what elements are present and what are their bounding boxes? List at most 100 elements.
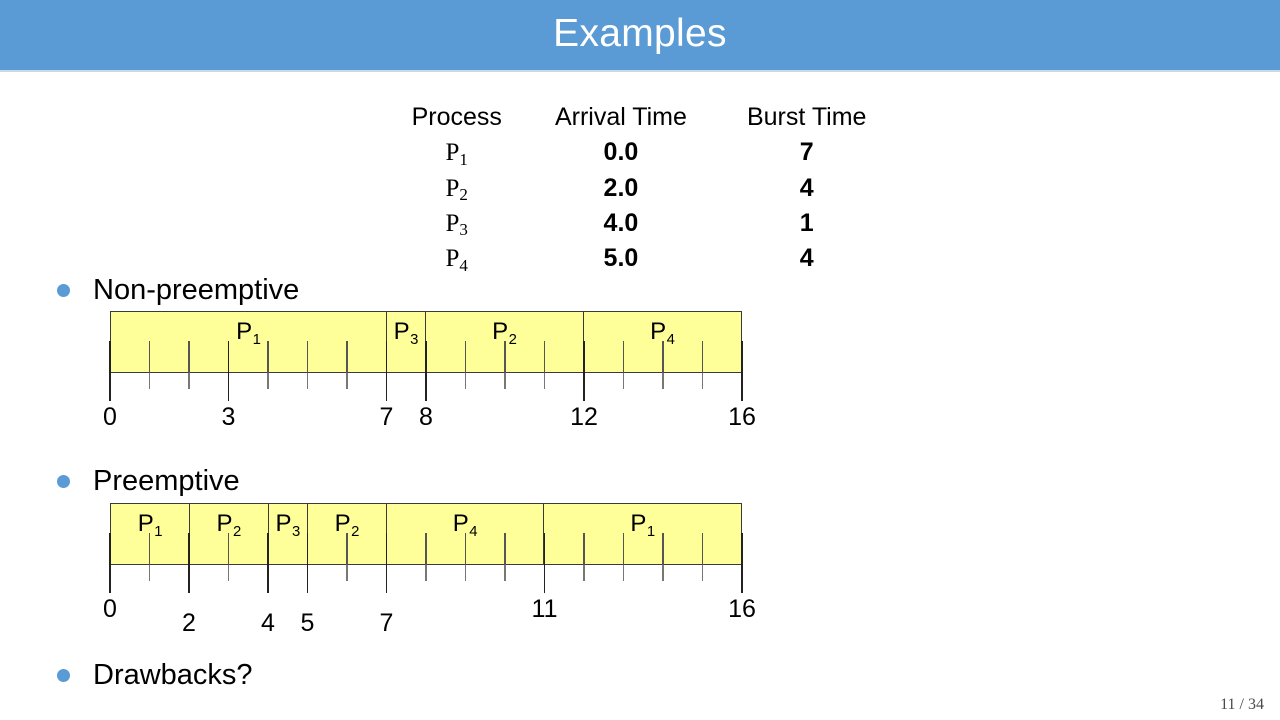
cell-process-name: P1 — [445, 139, 468, 169]
column-header-process: Process — [411, 103, 502, 131]
axis-tick-extension — [583, 373, 585, 401]
bullet-dot-icon — [57, 284, 70, 297]
axis-tick-extension — [109, 565, 111, 593]
axis-tick-extension — [109, 373, 111, 401]
cell-arrival-time: 4.0 — [603, 208, 639, 237]
gantt-segment-label: P1 — [630, 510, 656, 541]
axis-tick-label: 0 — [103, 595, 117, 623]
cell-process-name: P2 — [445, 174, 468, 205]
axis-tick-label: 16 — [728, 403, 756, 431]
column-header-arrival-time: Arrival Time — [554, 103, 687, 131]
cell-burst-time: 4 — [799, 244, 814, 272]
cell-arrival-time: 0.0 — [603, 138, 639, 167]
gantt-segment-p1: P1 — [111, 504, 190, 564]
axis-tick-extension — [662, 565, 664, 581]
cell-burst-time: 7 — [799, 138, 814, 167]
bullet-label-non-preemptive: Non-preemptive — [93, 274, 300, 306]
axis-tick-extension — [622, 565, 625, 581]
axis-tick-extension — [741, 565, 743, 593]
cell-burst-time: 1 — [799, 208, 814, 237]
axis-tick-label: 11 — [531, 595, 558, 623]
axis-tick-extension — [148, 373, 151, 389]
gantt-segment-p1: P1 — [111, 312, 387, 372]
table-header-row: Process Arrival Time Burst Time — [390, 100, 895, 135]
axis-tick-label: 2 — [182, 609, 196, 637]
axis-tick-extension — [425, 373, 427, 401]
axis-tick-extension — [306, 373, 309, 389]
gantt-segment-label: P2 — [216, 510, 242, 541]
bullet-drawbacks: Drawbacks? — [57, 661, 253, 690]
axis-tick-extension — [464, 373, 467, 389]
bullet-dot-icon — [57, 475, 70, 488]
gantt-segment-p3: P3 — [268, 504, 308, 564]
axis-tick-extension — [227, 565, 230, 581]
gantt-bar: P1 P3 P2 P4 — [110, 311, 742, 373]
axis-tick-label: 8 — [419, 403, 433, 431]
cell-burst-time: 4 — [799, 173, 814, 202]
gantt-segment-label: P2 — [334, 510, 360, 541]
axis-tick-label: 4 — [261, 609, 275, 637]
gantt-segment-p4: P4 — [386, 504, 545, 564]
axis-tick-extension — [267, 373, 269, 389]
axis-tick-label: 16 — [728, 595, 756, 623]
gantt-segment-label: P3 — [393, 318, 419, 349]
axis-tick-label: 5 — [300, 609, 315, 637]
page-number: 11 / 34 — [1220, 696, 1264, 713]
cell-arrival-time: 5.0 — [603, 244, 639, 272]
axis-tick-extension — [701, 373, 704, 389]
axis-tick-label: 7 — [379, 609, 394, 637]
axis-tick-extension — [504, 373, 506, 389]
axis-tick-extension — [148, 565, 151, 581]
axis-tick-label: 7 — [379, 403, 394, 431]
table-row: P3 4.0 1 — [390, 206, 895, 241]
gantt-segment-p2: P2 — [189, 504, 269, 564]
axis-tick-extension — [504, 565, 506, 581]
gantt-segment-label: P3 — [275, 510, 301, 541]
axis-tick-extension — [346, 565, 348, 581]
axis-tick-label: 12 — [570, 403, 598, 431]
axis-tick-extension — [425, 565, 427, 581]
cell-process-name: P4 — [445, 245, 468, 275]
gantt-segment-label: P2 — [492, 318, 517, 349]
axis-tick-extension — [346, 373, 348, 389]
table-row: P1 0.0 7 — [390, 135, 895, 170]
gantt-segment-label: P1 — [236, 318, 261, 349]
axis-tick-extension — [227, 373, 230, 401]
gantt-bar: P1 P2 P3 P2 P4 P1 — [110, 503, 742, 565]
axis-tick-extension — [267, 565, 269, 593]
bullet-preemptive: Preemptive — [57, 467, 240, 496]
gantt-segment-p4: P4 — [583, 312, 741, 372]
gantt-segment-p2: P2 — [426, 312, 584, 372]
table-row: P2 2.0 4 — [390, 171, 895, 206]
axis-tick-extension — [583, 565, 585, 581]
axis-tick-extension — [543, 373, 546, 389]
axis-tick-extension — [622, 373, 625, 389]
header-divider — [0, 70, 1280, 72]
axis-tick-extension — [464, 565, 467, 581]
slide-header: Examples — [0, 0, 1280, 70]
gantt-segment-p2: P2 — [307, 504, 387, 564]
cell-process-name: P3 — [445, 209, 468, 240]
axis-tick-extension — [741, 373, 743, 401]
gantt-segment-p1: P1 — [544, 504, 741, 564]
axis-tick-extension — [385, 373, 388, 401]
column-header-burst-time: Burst Time — [746, 103, 867, 131]
bullet-dot-icon — [57, 669, 70, 682]
axis-tick-label: 0 — [103, 403, 117, 431]
bullet-label-preemptive: Preemptive — [93, 465, 240, 497]
gantt-segment-p3: P3 — [386, 312, 426, 372]
cell-arrival-time: 2.0 — [603, 173, 639, 202]
axis-tick-extension — [543, 565, 546, 593]
axis-tick-extension — [385, 565, 388, 593]
gantt-segment-label: P4 — [650, 318, 675, 349]
axis-tick-extension — [662, 373, 664, 389]
bullet-non-preemptive: Non-preemptive — [57, 276, 299, 305]
gantt-segment-label: P1 — [137, 510, 163, 541]
axis-tick-label: 3 — [221, 403, 236, 431]
axis-tick-extension — [701, 565, 704, 581]
